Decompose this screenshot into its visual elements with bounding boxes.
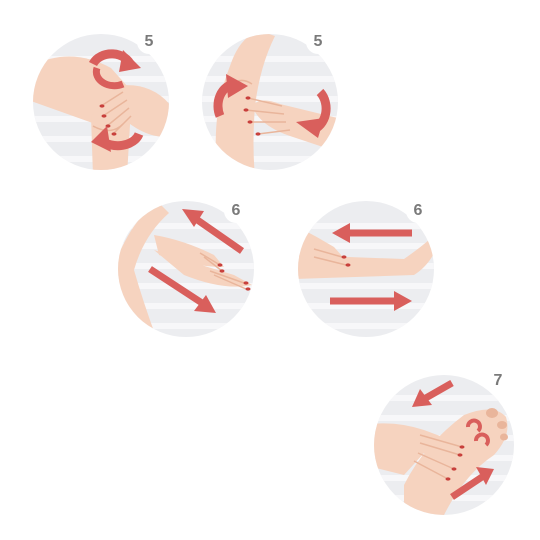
massage-step-foot: 7 xyxy=(364,365,514,515)
leg-stroking-illustration xyxy=(118,201,254,337)
arrow-up-right xyxy=(450,467,494,500)
arrow-up-left xyxy=(182,209,244,254)
massage-step-leg-stroking: 6 xyxy=(114,195,264,345)
massage-step-leg-circular: 5 xyxy=(200,26,350,176)
leg-horizontal-illustration xyxy=(298,201,434,337)
arrow-left xyxy=(332,223,412,243)
step-number-badge: 6 xyxy=(224,199,248,223)
arrow-right xyxy=(330,291,412,311)
step-number-badge: 5 xyxy=(137,30,161,54)
leg-shape xyxy=(215,34,275,170)
massage-step-leg-horizontal: 6 xyxy=(294,195,444,345)
knee-circular-illustration xyxy=(33,34,169,170)
hand-shape xyxy=(374,423,465,475)
arrow-down-left xyxy=(412,379,454,407)
hand-shape xyxy=(116,85,169,137)
arrow-down-right xyxy=(148,266,216,313)
leg-shape xyxy=(298,237,434,279)
step-number-badge: 7 xyxy=(486,369,510,393)
step-number-badge: 5 xyxy=(306,30,330,54)
massage-step-knee-circular: 5 xyxy=(31,26,181,176)
foot-illustration xyxy=(374,375,514,515)
step-number-badge: 6 xyxy=(406,199,430,223)
leg-circular-illustration xyxy=(202,34,338,170)
toe-curl-arrows xyxy=(466,418,490,447)
